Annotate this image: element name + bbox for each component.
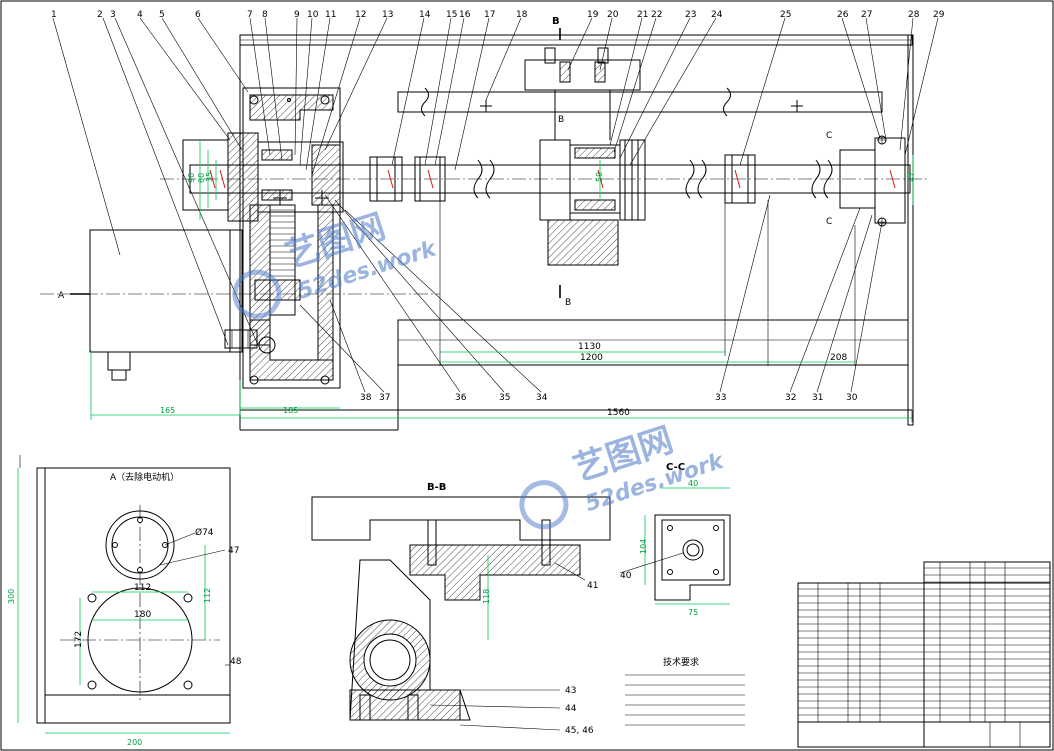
view-a: A（去除电动机） 300 200 112 112 172 180 Ø74 <box>7 455 242 747</box>
dim-view-a-200: 200 <box>127 738 142 747</box>
nut-block <box>547 219 619 266</box>
part-label: 14 <box>419 10 431 20</box>
label-44: 44 <box>565 704 577 714</box>
part-label: 1 <box>51 10 57 20</box>
section-mark-b-bottom: B <box>565 298 571 308</box>
view-a-title: A（去除电动机） <box>110 471 179 483</box>
part-label: 18 <box>516 10 528 20</box>
label-41: 41 <box>587 581 598 591</box>
label-47: 47 <box>228 546 239 556</box>
part-label: 30 <box>846 393 858 403</box>
section-mark-b-mid: B <box>558 115 564 125</box>
dim-nut-50: 50 <box>595 172 604 182</box>
dim-len-185: 185 <box>283 406 298 415</box>
part-label: 28 <box>908 10 920 20</box>
part-label: 4 <box>137 10 143 20</box>
tech-req-title: 技术要求 <box>663 656 699 668</box>
part-label: 3 <box>110 10 116 20</box>
part-label: 22 <box>651 10 662 20</box>
dim-view-a-300: 300 <box>7 589 16 604</box>
section-mark-c-top: C <box>826 131 832 141</box>
part-label: 34 <box>536 393 548 403</box>
dim-len-165: 165 <box>160 406 175 415</box>
dim-cc-104: 104 <box>639 539 648 554</box>
part-label: 13 <box>382 10 393 20</box>
dim-bb-118: 118 <box>482 589 491 604</box>
label-48: 48 <box>230 657 242 667</box>
label-45-46: 45, 46 <box>565 726 594 736</box>
dim-end-47: 47 <box>907 172 916 182</box>
part-label: 38 <box>360 393 372 403</box>
part-label: 25 <box>780 10 791 20</box>
parts-list <box>797 561 1051 748</box>
dim-len-1560: 1560 <box>607 408 630 418</box>
part-label: 35 <box>499 393 510 403</box>
part-label: 27 <box>861 10 872 20</box>
part-label: 29 <box>933 10 945 20</box>
part-label: 10 <box>307 10 319 20</box>
part-label: 11 <box>325 10 336 20</box>
section-mark-b-top: B <box>552 16 560 27</box>
part-label: 36 <box>455 393 467 403</box>
dim-cc-75: 75 <box>688 608 698 617</box>
part-label: 17 <box>484 10 495 20</box>
part-label: 6 <box>195 10 201 20</box>
part-label: 32 <box>785 393 796 403</box>
view-bb-title: B-B <box>427 482 446 493</box>
gearbox-housing <box>242 87 341 389</box>
part-label: 2 <box>97 10 103 20</box>
dim-shaft-90: 90 <box>187 173 196 183</box>
technical-requirements: 技术要求 <box>625 656 745 726</box>
main-view: B B B C C A <box>40 10 945 431</box>
dim-view-a-172: 172 <box>74 631 84 648</box>
dim-cc-40: 40 <box>688 479 698 488</box>
section-mark-a: A <box>58 291 65 301</box>
dim-view-a-112-horiz: 112 <box>134 583 151 593</box>
motor <box>89 229 231 353</box>
label-43: 43 <box>565 686 576 696</box>
part-label: 31 <box>812 393 823 403</box>
dim-shaft-60: 60 <box>197 173 206 183</box>
part-label: 33 <box>715 393 726 403</box>
part-label: 16 <box>459 10 471 20</box>
part-label: 9 <box>294 10 300 20</box>
part-label: 7 <box>247 10 253 20</box>
part-label: 5 <box>159 10 165 20</box>
part-label: 12 <box>355 10 366 20</box>
part-label: 23 <box>685 10 696 20</box>
view-bb: B-B 118 43 44 45, 46 41 <box>311 482 611 736</box>
part-label: 15 <box>446 10 457 20</box>
part-label: 26 <box>837 10 849 20</box>
dim-len-1130: 1130 <box>578 342 601 352</box>
view-cc: C-C 40 104 75 40 <box>619 462 731 617</box>
dim-view-a-112-vert: 112 <box>203 588 212 603</box>
part-label: 20 <box>607 10 619 20</box>
part-label: 21 <box>637 10 648 20</box>
label-40: 40 <box>620 571 632 581</box>
part-label: 19 <box>587 10 599 20</box>
view-cc-title: C-C <box>666 462 685 473</box>
part-label: 24 <box>711 10 723 20</box>
dim-shaft-35: 35 <box>205 172 214 182</box>
dim-view-a-180: 180 <box>134 610 151 620</box>
part-label: 8 <box>262 10 268 20</box>
section-mark-c-bottom: C <box>826 217 832 227</box>
carriage-top <box>524 59 641 91</box>
dim-len-1200: 1200 <box>580 353 603 363</box>
dim-len-208: 208 <box>830 353 847 363</box>
part-label: 37 <box>379 393 390 403</box>
dim-view-a-phi74: Ø74 <box>195 527 214 538</box>
